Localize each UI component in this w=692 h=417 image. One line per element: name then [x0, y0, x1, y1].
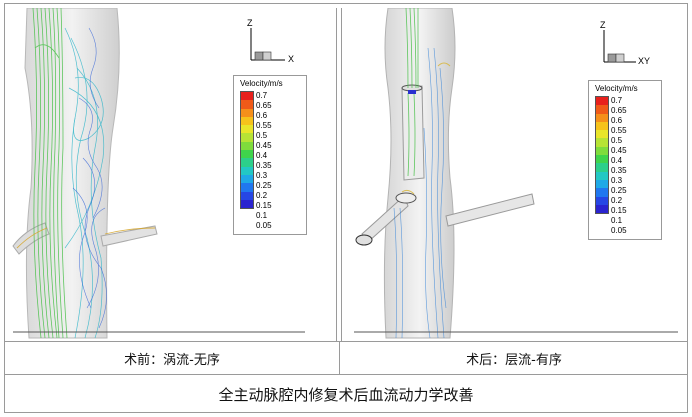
legend-label: 0.4 [611, 156, 623, 165]
swatch-0.3 [241, 158, 253, 167]
divider [5, 341, 687, 342]
axis-label-x-before: X [288, 54, 295, 64]
legend-label: 0.05 [256, 221, 272, 230]
legend-label: 0.55 [611, 126, 627, 135]
legend-label: 0.35 [611, 166, 627, 175]
legend-label: 0.1 [611, 216, 623, 225]
legend-label: 0.65 [611, 106, 627, 115]
swatch-0.55 [241, 116, 253, 126]
legend-label: 0.7 [256, 91, 268, 100]
legend-label: 0.4 [256, 151, 268, 160]
axis-label-z-before: Z [247, 18, 253, 28]
swatch-0.45 [241, 133, 253, 142]
legend-label: 0.65 [256, 101, 272, 110]
swatch-0.05 [241, 199, 253, 209]
velocity-legend-after: Velocity/m/s 0.7 0.65 0.6 0.55 [588, 80, 662, 240]
graft-inlet-marker [408, 90, 416, 94]
swatch-0.65 [241, 100, 253, 109]
caption-after: 术后：层流-有序 [466, 352, 562, 368]
legend-label: 0.6 [256, 111, 268, 120]
legend-label: 0.15 [256, 201, 272, 210]
axis-triad-after [603, 30, 636, 63]
vessel-streamline-image-after [354, 8, 678, 339]
divider [5, 374, 687, 375]
legend-label: 0.1 [256, 211, 268, 220]
legend-label: 0.55 [256, 121, 272, 130]
caption-before: 术前：涡流-无序 [5, 342, 340, 374]
panel-after: Z XY Velocity/m/s 0.7 0.65 [341, 8, 687, 341]
vessel-streamline-image-before [12, 8, 305, 339]
swatch-0.2 [241, 174, 253, 184]
axis-triad-before [250, 28, 285, 61]
legend-label: 0.6 [611, 116, 623, 125]
legend-label: 0.2 [256, 191, 268, 200]
legend-label: 0.2 [611, 196, 623, 205]
swatch-0.15 [241, 183, 253, 192]
swatch-0.4 [241, 141, 253, 151]
swatch-0.6 [241, 108, 253, 117]
legend-label: 0.05 [611, 226, 627, 235]
legend-title: Velocity/m/s [240, 79, 283, 88]
legend-label: 0.5 [611, 136, 623, 145]
legend-label: 0.45 [256, 141, 272, 150]
legend-label: 0.5 [256, 131, 268, 140]
panel-before: Z X Velocity/m/s 0.7 0.65 [5, 8, 337, 341]
axis-label-xy-after: XY [638, 56, 651, 66]
legend-label: 0.45 [611, 146, 627, 155]
velocity-legend-before: Velocity/m/s 0.7 0.65 0.6 0.55 [233, 75, 307, 235]
swatch-0.7 [241, 92, 253, 101]
legend-label: 0.7 [611, 96, 623, 105]
axis-label-z-after: Z [600, 20, 606, 30]
legend-label: 0.35 [256, 161, 272, 170]
swatch-0.1 [241, 191, 253, 200]
legend-label: 0.25 [611, 186, 627, 195]
legend-label: 0.3 [256, 171, 268, 180]
legend-label: 0.25 [256, 181, 272, 190]
legend-color-bar [240, 91, 254, 210]
legend-label: 0.3 [611, 176, 623, 185]
legend-title: Velocity/m/s [595, 84, 638, 93]
swatch-0.25 [241, 166, 253, 175]
swatch-0.35 [241, 150, 253, 159]
summary-caption: 全主动脉腔内修复术后血流动力学改善 [218, 385, 474, 404]
figure-frame: Z X Velocity/m/s 0.7 0.65 [4, 3, 688, 413]
legend-label: 0.15 [611, 206, 627, 215]
legend-color-bar [595, 96, 609, 215]
swatch-0.5 [241, 125, 253, 134]
